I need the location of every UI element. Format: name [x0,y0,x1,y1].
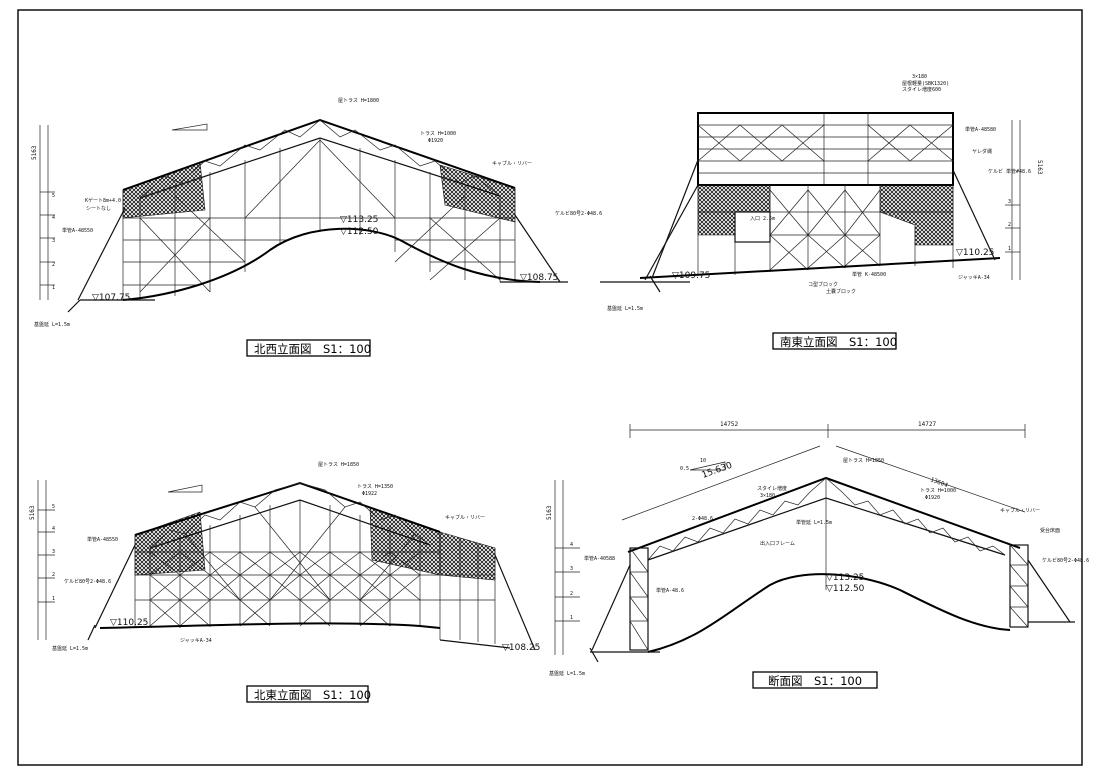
ne-tier-5: 5 [52,504,55,510]
sec-label-1: 屋トラス H=1850 [843,458,884,464]
tier-1: 1 [52,285,55,291]
sec-tier-1: 1 [570,615,573,621]
sec-label-6: 2-Φ48.6 [692,516,713,522]
sec-slope-rise: 10 [700,458,706,464]
sec-view-title: 断面図 S1：100 [768,674,862,688]
ne-label-6: ケルビ80号2-Φ48.6 [64,578,111,585]
se-label-11: ジャッキA-34 [958,275,990,281]
se-level-1: ▽110.25 [956,248,994,258]
se-view-title: 南東立面図 S1：100 [780,335,897,349]
ne-view-title: 北東立面図 S1：100 [254,688,371,702]
se-tier-1: 1 [1008,246,1011,252]
ne-tier-4: 4 [52,526,55,532]
sec-label-7: キャブル・リバー [1000,507,1040,514]
se-label-1: 3×180 [912,74,927,80]
se-label-3: スタイレ増度600 [902,86,941,93]
se-label-2: 屋根軽量(SBK1320) [902,80,949,87]
nw-label-roof-truss: 屋トラス H=1800 [338,98,379,104]
sec-label-12: ケルビ80号2-Φ48.6 [1042,557,1089,564]
sec-tier-2: 2 [570,591,573,597]
tier-3: 3 [52,238,55,244]
nw-label-gate: Kゲート8m+4.0 [85,197,121,204]
se-label-5: ヤレダ縄 [972,148,992,155]
se-tier-2: 2 [1008,222,1011,228]
sec-label-4: トラス H=1000 [920,488,956,494]
height-total: 5163 [31,145,38,160]
nw-ground-label: 基盤延 L=1.5m [34,321,70,328]
nw-label-brace: ケルビ80号2-Φ48.6 [555,210,602,217]
sec-label-11: 単管延 L=1.5m [796,519,832,526]
ne-label-2: トラス H=1350 [357,484,393,490]
view-se-elevation: 3 2 1 5163 [600,74,1043,350]
nw-label-phi: Φ1920 [428,138,443,144]
sec-slope-run: 0.5 [680,466,689,472]
sec-dim-right: 14727 [918,421,936,428]
view-nw-elevation: 5 4 3 2 1 5163 [31,98,602,357]
sec-tier-4: 4 [570,542,573,548]
sec-label-3: 3×180 [760,493,775,499]
ne-label-4: キャブル・リバー [445,514,485,521]
ne-ground-label: 基盤延 L=1.5m [52,645,88,652]
ne-tier-1: 1 [52,596,55,602]
sec-label-2: スタイレ増度 [757,485,787,492]
ne-label-1: 屋トラス H=1850 [318,462,359,468]
tier-4: 4 [52,215,55,221]
se-ground-label: 基盤延 L=1.5m [607,305,643,312]
se-label-6: ケルビ 単管#48.6 [988,168,1031,175]
nw-level-3: ▽108.75 [520,273,558,283]
sec-label-8: 単管A-40588 [584,555,615,562]
nw-label-cable: キャブル・リバー [492,160,532,167]
ne-label-5: 単管A-48550 [87,536,118,543]
nw-label-sheet: シートなし [86,205,111,212]
sec-height-total: 5163 [546,505,553,520]
sheet-border [17,9,1083,766]
ne-label-3: Φ1922 [362,491,377,497]
ne-tier-2: 2 [52,572,55,578]
nw-label-pipe: 単管A-48550 [62,227,93,234]
nw-level-4: ▽107.75 [92,293,130,303]
nw-level-1: ▽113.25 [340,215,378,225]
sec-level-1: ▽113.25 [826,573,864,583]
nw-level-2: ▽112.50 [340,227,379,237]
nw-view-title: 北西立面図 S1：100 [254,342,371,356]
ne-level-1: ▽110.25 [110,618,148,628]
sec-dim-left: 14752 [720,421,738,428]
se-height-total: 5163 [1036,160,1043,175]
view-section: 14752 14727 4 3 2 1 5163 10 0.5 15.630 1… [546,421,1089,689]
sec-label-9: 単管A-48.6 [656,587,684,594]
se-label-10: 土嚢ブロック [826,288,856,295]
se-label-7: 入口 2.5m [750,216,775,222]
sec-ground-label: 基盤延 L=1.5m [549,670,585,677]
ne-height-total: 5163 [29,505,36,520]
sec-label-13: 受台床面 [1040,527,1060,534]
tier-2: 2 [52,262,55,268]
nw-label-truss: トラス H=1000 [420,131,456,137]
se-tier-3: 3 [1008,199,1011,205]
tier-5: 5 [52,193,55,199]
sec-label-10: 出入口フレーム [760,540,795,547]
sec-label-5: Φ1920 [925,495,940,501]
ne-tier-3: 3 [52,549,55,555]
ne-label-7: ジャッキA-34 [180,638,212,644]
view-ne-elevation: 5 4 3 2 1 5163 [29,462,540,703]
se-label-8: 単管 K-48500 [852,271,886,278]
se-level-2: ▽109.75 [672,271,710,281]
sec-tier-3: 3 [570,566,573,572]
se-label-9: コ型ブロック [808,281,838,288]
se-label-4: 単管A-48580 [965,126,996,133]
sec-level-2: ▽112.50 [826,584,865,594]
ne-level-2: ▽108.25 [502,643,540,653]
